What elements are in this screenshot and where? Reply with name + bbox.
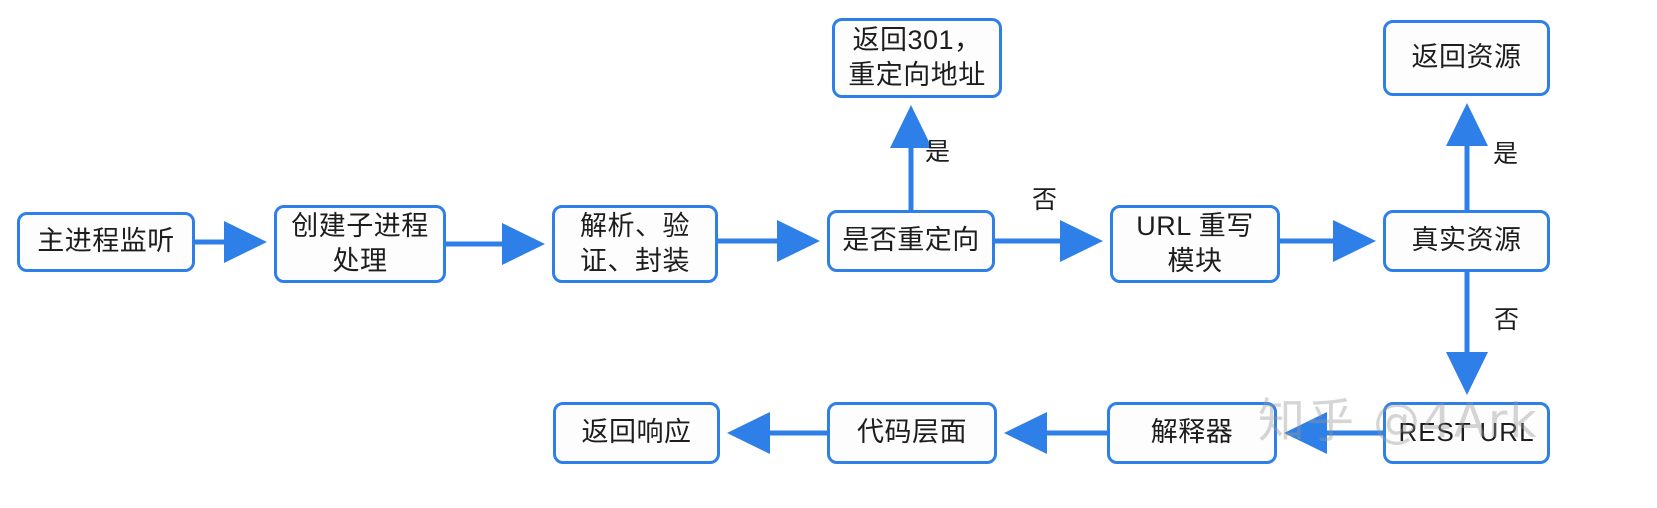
node-real-resource[interactable]: 真实资源 [1383, 210, 1550, 272]
node-create-child-process[interactable]: 创建子进程 处理 [274, 205, 446, 283]
node-interpreter[interactable]: 解释器 [1107, 402, 1277, 464]
edge-label-no-redirect: 否 [1032, 186, 1058, 214]
node-return-response[interactable]: 返回响应 [553, 402, 720, 464]
edge-label-no-real-resource: 否 [1494, 306, 1520, 334]
node-parse-verify-wrap[interactable]: 解析、验 证、封装 [552, 205, 718, 283]
node-code-layer[interactable]: 代码层面 [827, 402, 997, 464]
node-url-rewrite-module[interactable]: URL 重写 模块 [1110, 205, 1280, 283]
node-return-resource[interactable]: 返回资源 [1383, 20, 1550, 96]
node-return-301[interactable]: 返回301， 重定向地址 [832, 18, 1002, 98]
edge-label-yes-real-resource: 是 [1493, 140, 1519, 168]
node-is-redirect[interactable]: 是否重定向 [827, 210, 995, 272]
edge-label-yes-redirect: 是 [925, 138, 951, 166]
node-main-process-listen[interactable]: 主进程监听 [17, 212, 195, 272]
node-rest-url[interactable]: REST URL [1383, 402, 1550, 464]
